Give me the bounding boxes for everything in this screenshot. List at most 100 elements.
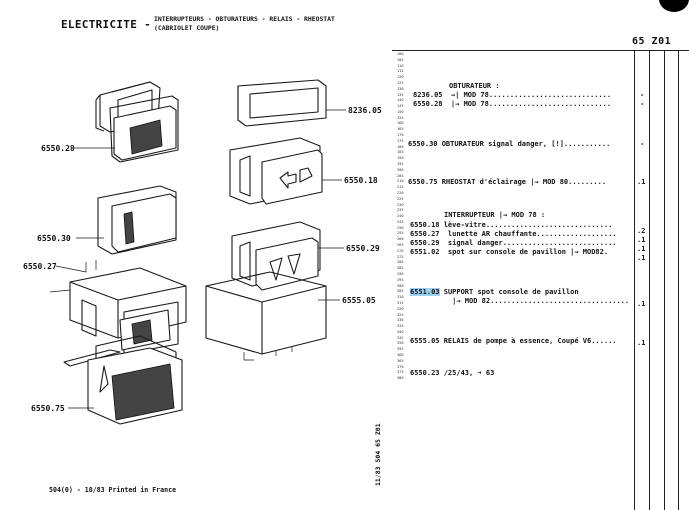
qty-6550-28: - [640,100,645,108]
scale-number: 190 [397,156,404,161]
scale-number: 100 [397,52,404,56]
scale-number: 175 [397,138,404,143]
scale-number: 165 [397,127,404,132]
scale-number: 230 [397,202,404,207]
entry-6550-23: 6550.23 /25/43, ➜ 63 [410,369,495,377]
scale-number: 220 [397,190,404,195]
entry-6550-75: 6550.75 RHEOSTAT d'éclairage |→ MOD 80..… [408,178,607,186]
scale-number: 285 [397,266,404,271]
scale-number: 185 [397,150,404,155]
qty-6550-29: .1 [637,245,646,253]
page-subtitle-line1: INTERRUPTEURS - OBTURATEURS - RELAIS - R… [154,15,335,23]
scale-number: 315 [397,300,404,305]
entry-6551-03-line2: |→ MOD 82...............................… [410,297,630,305]
scale-number: 180 [397,144,404,149]
scale-number: 280 [397,260,404,265]
scale-number: 110 [397,63,404,68]
scale-number: 320 [397,306,404,311]
shutter-6550-30-drawing [97,185,177,255]
scale-number: 205 [397,173,404,178]
entry-6550-27: 6550.27 lunette AR chauffante...........… [410,230,617,238]
table-line-2 [649,50,650,510]
scale-number: 115 [397,69,404,74]
rheostat-6550-75-drawing [63,335,183,425]
qty-6550-27: .1 [637,236,646,244]
scale-number: 305 [397,289,404,294]
scale-number: 210 [397,179,404,184]
scale-number: 125 [397,80,404,85]
scale-number: 325 [397,312,404,317]
scale-number: 170 [397,133,404,138]
scale-number: 135 [397,92,404,97]
scale-number: 215 [397,185,404,190]
scale-number: 290 [397,272,404,276]
qty-6550-75: .1 [637,178,646,186]
ink-blot [659,0,689,12]
scale-number: 255 [397,231,404,236]
scale-number: 145 [397,104,404,109]
scale-number: 140 [397,98,404,103]
footer-print-info: 504(0) - 10/83 Printed in France [49,486,177,494]
page-title: ELECTRICITE - [61,18,151,31]
scale-number: 155 [397,115,404,120]
scale-number: 260 [397,237,404,242]
entry-6550-18: 6550.18 lève-vitre......................… [410,221,613,229]
scale-number: 350 [397,341,404,346]
entry-6550-29: 6550.29 signal danger...................… [410,239,617,247]
vertical-reference: 11/83 504 65 Z01 [374,423,382,486]
qty-8236-05: - [640,91,645,99]
scale-number: 295 [397,277,404,282]
switch-6550-29-drawing [231,221,321,291]
qty-6550-18: .2 [637,227,646,235]
callout-6550-29: 6550.29 [346,244,380,253]
page-reference: 65 Z01 [632,36,672,47]
scale-number: 150 [397,109,404,114]
scale-number: 345 [397,335,404,340]
scale-number: 360 [397,353,404,358]
scale-number: 130 [397,86,404,91]
scale-number: 200 [397,167,404,172]
page-subtitle-line2: (CABRIOLET COUPE) [154,24,220,32]
switch-6550-18-drawing [229,137,323,205]
scale-number: 245 [397,219,404,224]
scale-number: 355 [397,347,404,352]
scale-number: 370 [397,364,404,369]
callout-6550-18: 6550.18 [344,176,378,185]
table-line-1 [634,50,635,510]
entry-6550-30: 6550.30 OBTURATEUR signal danger, [!]...… [408,140,611,148]
switch-6550-27-drawing [49,260,187,355]
scale-number: 265 [397,243,404,248]
scale-number: 160 [397,121,404,126]
entry-6551-02: 6551.02 spot sur console de pavillon |→ … [410,248,609,256]
scale-number: 335 [397,324,404,329]
relay-6555-05-drawing [205,271,327,361]
entry-6551-03-code-highlight: 6551.03 [410,288,440,296]
entry-obturateur-title: OBTURATEUR : [449,82,500,90]
scale-number: 380 [397,376,404,381]
scale-number: 195 [397,162,404,166]
callout-6550-30: 6550.30 [37,234,71,243]
entry-8236-05: 8236.05 →| MOD 78.......................… [413,91,612,99]
callout-6550-75: 6550.75 [31,404,65,413]
scale-number: 300 [397,283,404,288]
entry-6550-28: 6550.28 |→ MOD 78.......................… [413,100,612,108]
scale-number: 225 [397,196,404,201]
entry-6551-03: 6551.03 SUPPORT spot console de pavillon [410,288,579,297]
scale-number: 340 [397,329,404,334]
leader-6550-27 [55,265,87,273]
qty-6550-30: - [640,140,645,148]
callout-6555-05: 6555.05 [342,296,376,305]
plate-8236-05-drawing [237,79,327,127]
callout-6550-28: 6550.28 [41,144,75,153]
scale-number: 375 [397,370,404,375]
table-line-3 [664,50,665,510]
scale-number: 235 [397,208,404,213]
callout-8236-05: 8236.05 [348,106,382,115]
entry-6551-03-text: SUPPORT spot console de pavillon [439,288,579,296]
scale-number: 105 [397,57,404,62]
scale-number: 250 [397,225,404,230]
callout-6550-27: 6550.27 [23,262,57,271]
qty-6555-05: .1 [637,339,646,347]
scale-number: 365 [397,358,404,363]
